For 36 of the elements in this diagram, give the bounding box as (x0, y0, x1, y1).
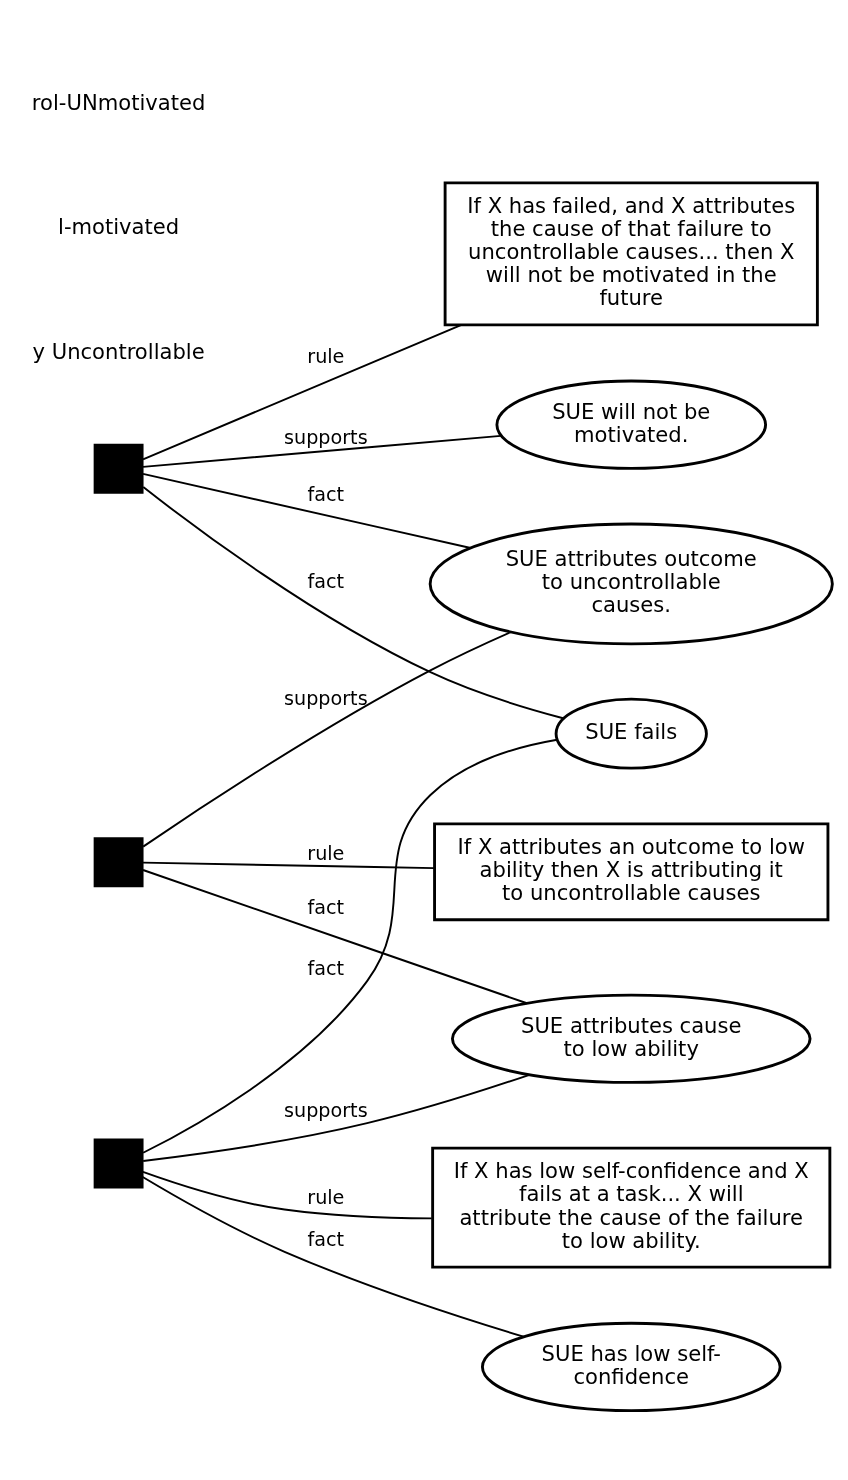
label: rol-UNmotivated (31, 89, 206, 115)
edge-label: fact (307, 483, 345, 507)
edge-label: fact (307, 1228, 345, 1251)
connector (142, 1073, 531, 1162)
label: l-motivated (58, 214, 180, 240)
edge-label: supports (284, 686, 368, 710)
edge-label: supports (284, 1099, 368, 1123)
connector (142, 738, 559, 1154)
connector (142, 861, 435, 870)
connector (142, 324, 462, 461)
node-box: If X has low self-confidence and X fails at a task... X will attribute the cause of the failure to low ability. (431, 1146, 832, 1269)
node-box (93, 837, 144, 888)
edge-label: fact (307, 957, 345, 981)
node-ellipse: SUE attributes outcome to uncontrollable causes. (428, 522, 834, 646)
connector (142, 869, 528, 1005)
node-box (93, 443, 144, 494)
connector (142, 472, 472, 549)
node-box (93, 1138, 144, 1189)
node-box: If X attributes an outcome to low ability then X is attributing it to uncontrollable causes (433, 822, 830, 922)
node-ellipse: SUE will not be motivated. (495, 379, 768, 470)
edge-label: supports (284, 425, 368, 449)
edge-label: rule (307, 345, 345, 369)
connector (142, 434, 502, 468)
connector (141, 1170, 433, 1220)
edge-label: rule (307, 842, 345, 866)
node-ellipse: SUE has low self-confidence (480, 1321, 782, 1412)
connector (141, 1176, 525, 1338)
node-ellipse: SUE attributes cause to low ability (451, 993, 812, 1084)
node-ellipse: SUE fails (554, 697, 708, 770)
connector (142, 486, 565, 720)
label: y Uncontrollable (32, 339, 205, 365)
edge-label: fact (307, 569, 345, 593)
edge-label: rule (307, 1185, 345, 1209)
edge-label: fact (307, 896, 345, 920)
node-box: If X has failed, and X attributes the cause of that failure to uncontrollable causes... then X will not be motivated in the future (443, 181, 819, 327)
connector (142, 630, 513, 848)
